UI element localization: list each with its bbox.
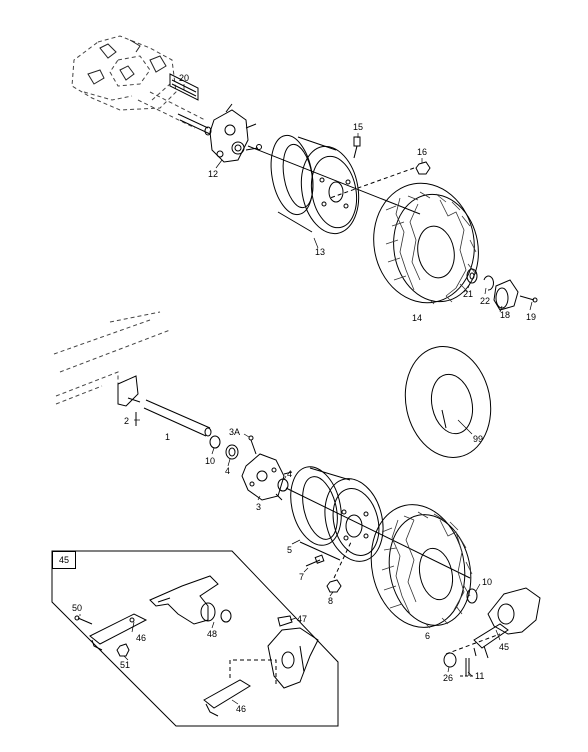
part-3-hub — [241, 453, 293, 501]
part-47-pin — [277, 615, 293, 627]
part-4-bushing-b — [277, 478, 289, 492]
callout-46-lower: 46 — [236, 704, 247, 714]
callout-14: 14 — [412, 313, 423, 323]
callout-18: 18 — [500, 310, 511, 320]
part-4-bushing-a — [225, 444, 239, 460]
callout-1: 1 — [165, 432, 171, 442]
callout-51: 51 — [120, 660, 131, 670]
callout-21: 21 — [463, 289, 474, 299]
lower-axle-line — [285, 487, 471, 579]
inset-label-box: 45 — [52, 551, 76, 569]
callout-8: 8 — [328, 596, 334, 606]
callout-leaders — [79, 84, 533, 705]
part-45-bracket-assembly — [445, 587, 541, 659]
part-1-axle — [143, 399, 212, 437]
part-48-arm — [149, 575, 232, 625]
upper-frame-outline — [71, 35, 206, 129]
part-8-nut — [326, 539, 353, 593]
callout-4-a: 4 — [225, 466, 231, 476]
upper-spindle — [177, 113, 212, 136]
callout-6: 6 — [425, 631, 431, 641]
part-99-tube — [404, 346, 492, 458]
callout-20: 20 — [179, 73, 190, 83]
part-46-plate-upper — [89, 613, 148, 651]
callout-3A: 3A — [229, 427, 241, 437]
callout-99: 99 — [473, 434, 484, 444]
inset-45-frame — [51, 550, 339, 727]
part-50-bolt — [74, 615, 93, 625]
callout-10-right: 10 — [482, 577, 493, 587]
part-18-cap — [493, 279, 519, 311]
callout-16: 16 — [417, 147, 428, 157]
callout-13: 13 — [315, 247, 326, 257]
part-22-clip — [483, 275, 494, 291]
part-11-pin — [460, 658, 475, 677]
upper-frame-detail — [87, 39, 167, 85]
part-6-tire — [370, 504, 473, 629]
part-19-bolt — [519, 295, 538, 303]
callout-3: 3 — [256, 502, 262, 512]
callout-5: 5 — [287, 545, 293, 555]
part-3A-fitting — [248, 435, 257, 455]
part-10-spacer-lower — [209, 435, 221, 449]
callout-46-upper: 46 — [136, 633, 147, 643]
part-26-washer — [443, 652, 457, 668]
part-51-nut — [116, 643, 130, 657]
callout-50: 50 — [72, 603, 83, 613]
part-15-valve — [353, 136, 361, 159]
lower-bracket — [117, 375, 141, 407]
callout-12: 12 — [208, 169, 219, 179]
part-10-spacer-right — [466, 588, 478, 604]
upper-axle-line — [247, 145, 421, 215]
part-46-plate-lower — [203, 659, 277, 717]
callout-48: 48 — [207, 629, 218, 639]
callout-4-b: 4 — [287, 469, 293, 479]
callout-22: 22 — [480, 296, 491, 306]
part-16-nut — [329, 161, 431, 199]
part-21-washer — [466, 268, 478, 284]
callout-45: 45 — [499, 642, 510, 652]
part-inset-bracket — [267, 627, 319, 689]
part-7-valve — [305, 554, 325, 567]
part-5-rim — [290, 466, 384, 562]
part-12-hub — [209, 103, 262, 163]
callout-26: 26 — [443, 673, 454, 683]
callout-47: 47 — [297, 614, 308, 624]
callout-15: 15 — [353, 122, 364, 132]
callout-11: 11 — [475, 671, 485, 681]
callout-19: 19 — [526, 312, 537, 322]
callout-2: 2 — [124, 416, 130, 426]
callout-10-lower: 10 — [205, 456, 216, 466]
callout-7: 7 — [299, 572, 305, 582]
lower-frame-outline — [53, 311, 171, 405]
part-13-rim — [270, 134, 360, 235]
